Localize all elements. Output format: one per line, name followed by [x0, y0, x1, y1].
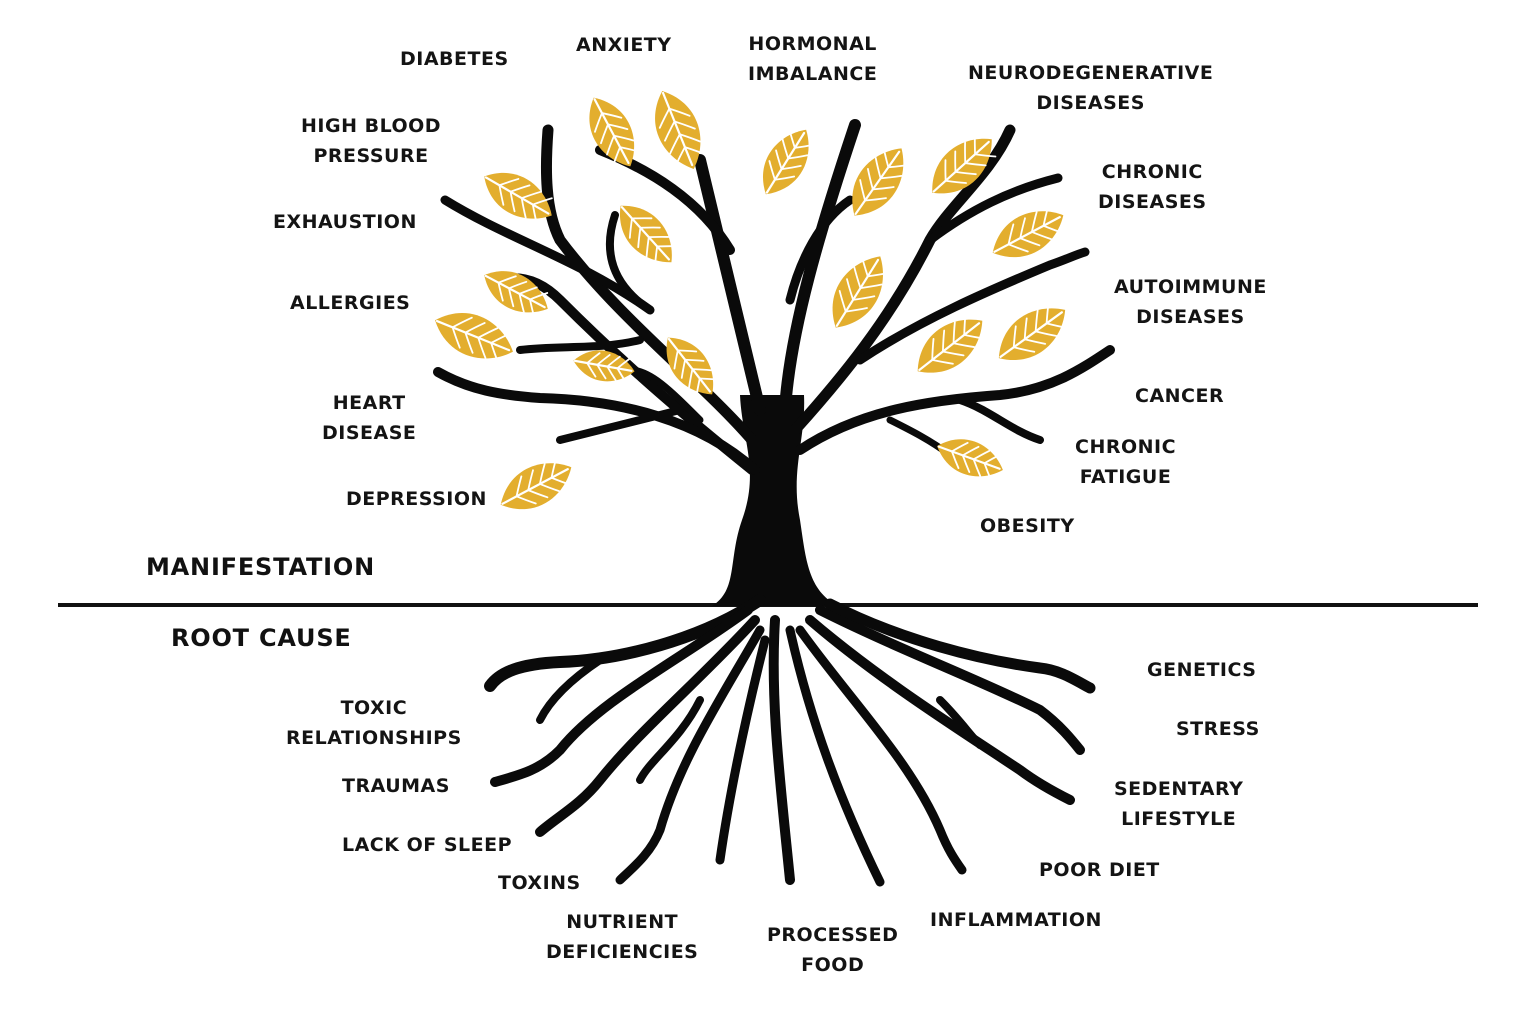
root: [490, 605, 753, 787]
leaf-icon: [832, 254, 890, 328]
leaves: [435, 91, 1069, 510]
section-manifestation: MANIFESTATION: [146, 553, 375, 581]
root: [815, 605, 1085, 755]
leaf-icon: [852, 145, 911, 216]
manifestation-label: ALLERGIES: [290, 292, 411, 314]
branch: [556, 406, 684, 444]
root: [795, 625, 967, 875]
manifestation-label: OBESITY: [980, 515, 1075, 537]
branch: [779, 119, 861, 416]
leaf-icon: [937, 439, 1003, 481]
manifestation-label: DIABETES: [400, 48, 509, 70]
leaf-icon: [573, 350, 635, 383]
root-cause-label: INFLAMMATION: [930, 909, 1102, 931]
root-cause-label: GENETICS: [1147, 659, 1257, 681]
root: [615, 625, 765, 885]
section-root-cause: ROOT CAUSE: [171, 624, 352, 652]
root: [936, 696, 984, 749]
leaf-icon: [589, 97, 641, 167]
trunk: [712, 395, 838, 606]
root-cause-label: LACK OF SLEEP: [342, 834, 513, 856]
leaf-icon: [932, 132, 997, 194]
branch: [956, 396, 1044, 444]
branch: [785, 195, 855, 305]
root: [536, 656, 604, 724]
leaf-icon: [484, 172, 553, 226]
leaf-icon: [917, 313, 986, 373]
branch: [855, 247, 1090, 365]
root: [715, 635, 770, 865]
root: [535, 615, 760, 837]
manifestation-label: EXHAUSTION: [273, 211, 417, 233]
root-cause-label: TOXINS: [498, 872, 581, 894]
leaf-icon: [484, 271, 549, 319]
branch: [795, 345, 1115, 455]
branch: [433, 367, 760, 475]
leaf-icon: [998, 301, 1069, 360]
root: [636, 696, 704, 784]
leaf-icon: [619, 205, 678, 267]
branch: [606, 211, 654, 314]
leaf-icon: [763, 128, 815, 195]
branch: [516, 336, 644, 354]
root: [484, 594, 766, 692]
branch: [925, 173, 1063, 245]
leaf-icon: [666, 337, 720, 398]
manifestation-label: DEPRESSION: [346, 488, 487, 510]
branch: [440, 195, 655, 315]
tree-icon: [433, 119, 1115, 887]
branch: [626, 366, 704, 424]
manifestation-label: ANXIETY: [576, 34, 672, 56]
root-cause-label: TRAUMAS: [342, 775, 450, 797]
root-cause-label: POOR DIET: [1039, 859, 1160, 881]
leaf-icon: [655, 91, 707, 169]
root: [768, 615, 795, 885]
leaf-icon: [992, 204, 1064, 258]
leaf-icon: [435, 313, 513, 365]
root: [824, 598, 1096, 694]
root: [785, 625, 885, 887]
branch: [694, 154, 766, 416]
leaf-icon: [500, 456, 572, 510]
manifestation-label: CANCER: [1135, 385, 1225, 407]
branch: [789, 124, 1016, 436]
root-cause-label: STRESS: [1176, 718, 1260, 740]
